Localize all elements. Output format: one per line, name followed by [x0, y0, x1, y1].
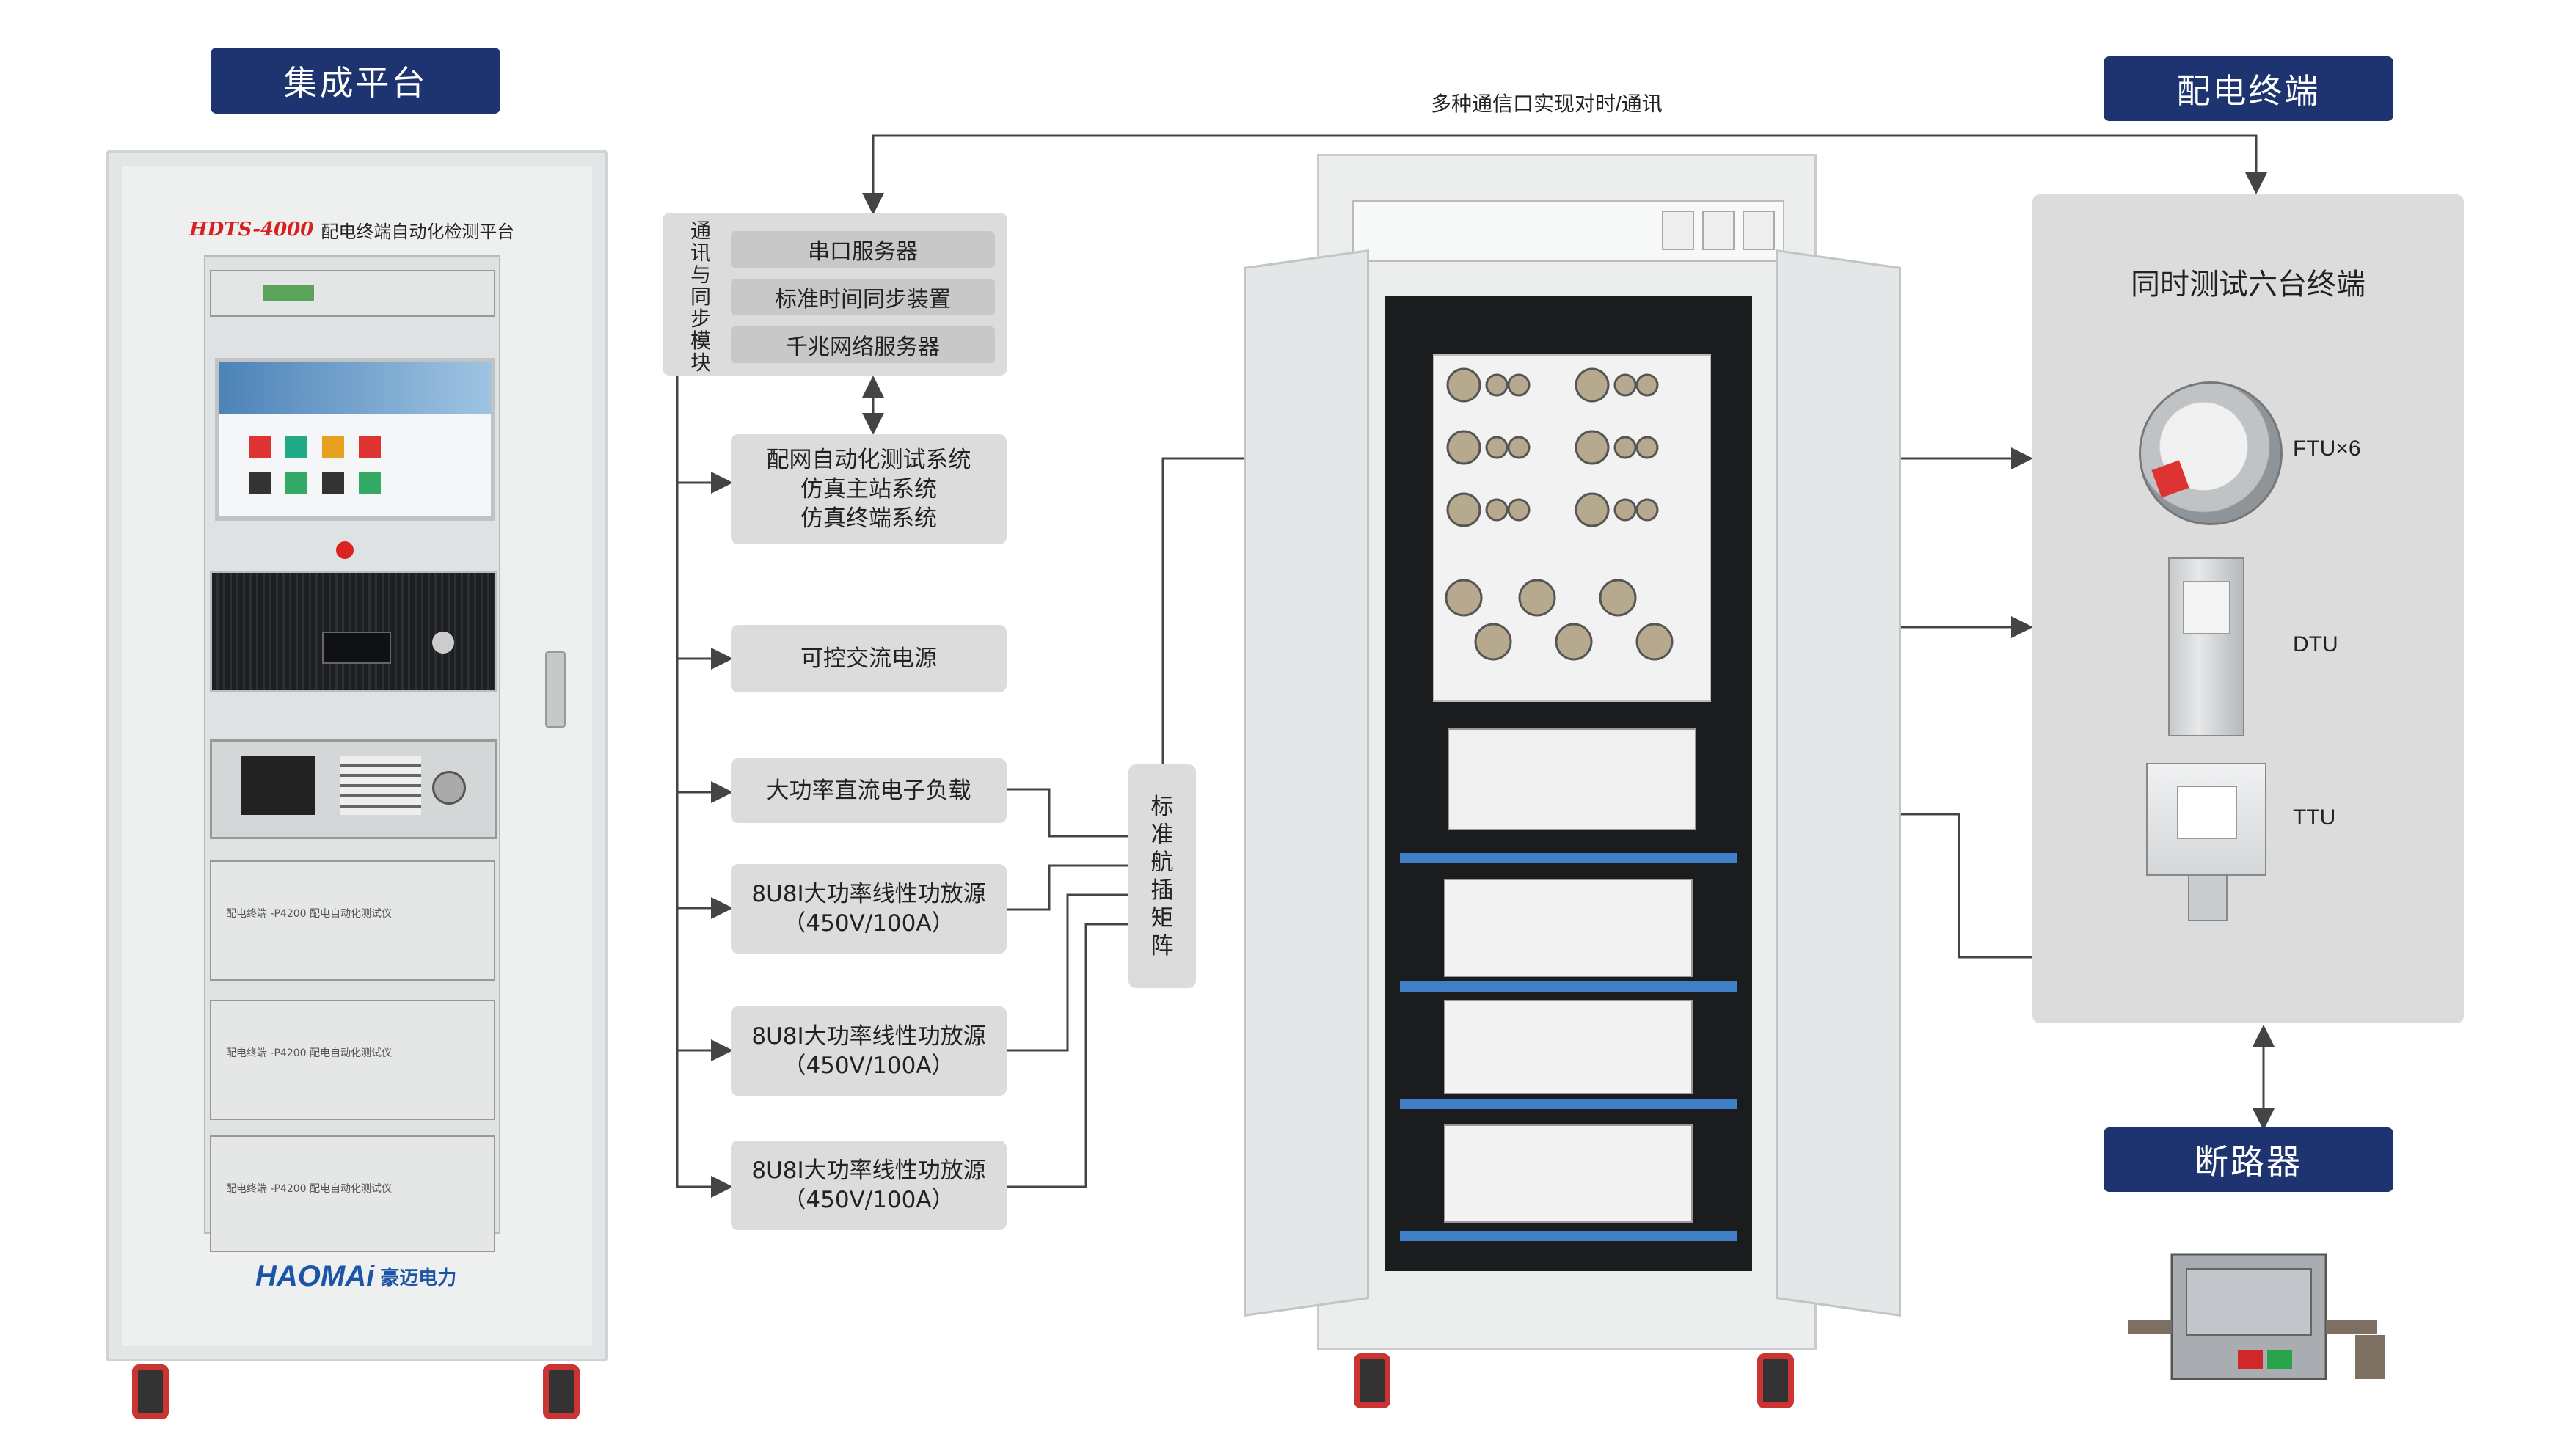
platform-title: 集成平台 [211, 48, 500, 114]
amp-panel-2-text: 配电终端 -P4200 配电自动化测试仪 [226, 1047, 393, 1059]
dc-load-unit [210, 739, 497, 839]
cabinet-door-left [1244, 249, 1369, 1317]
amp-panel-2: 配电终端 -P4200 配电自动化测试仪 [210, 1000, 495, 1120]
amp-label: 8U8I大功率线性功放源 [751, 881, 986, 907]
test-system-line: 仿真终端系统 [800, 505, 937, 532]
connector-panel [1433, 354, 1711, 702]
brand-cn: 豪迈电力 [380, 1267, 457, 1289]
wheel [543, 1364, 580, 1419]
test-system-line: 仿真主站系统 [800, 476, 937, 502]
dtu-device-image [2168, 557, 2244, 736]
wheel [1757, 1353, 1794, 1408]
serial-server: 串口服务器 [731, 231, 995, 268]
matrix-char: 阵 [1150, 932, 1174, 959]
dc-load-box: 大功率直流电子负载 [731, 758, 1007, 823]
comm-label-char: 同 [690, 285, 711, 309]
integrated-cabinet: HDTS-4000 配电终端自动化检测平台 配电终端 -P4200 配电自动化测… [106, 150, 608, 1361]
comm-label-char: 通 [690, 219, 711, 243]
ac-source-label: 可控交流电源 [800, 645, 937, 672]
ftu-label: FTU×6 [2293, 436, 2361, 461]
amp-panel-3-text: 配电终端 -P4200 配电自动化测试仪 [226, 1183, 393, 1195]
gigabit-network-server: 千兆网络服务器 [731, 326, 995, 363]
cabinet-name: 配电终端自动化检测平台 [321, 221, 515, 242]
comm-label-char: 模 [690, 329, 711, 353]
breaker-image [2113, 1240, 2407, 1408]
matrix-char: 准 [1150, 821, 1174, 848]
touch-screen [215, 358, 495, 521]
matrix-char: 矩 [1150, 904, 1174, 932]
breaker-title: 断路器 [2104, 1127, 2393, 1192]
comm-label-char: 与 [690, 263, 711, 287]
matrix-char: 航 [1150, 849, 1174, 876]
comm-label-char: 讯 [690, 241, 711, 265]
amp-source-box-2: 8U8I大功率线性功放源 （450V/100A） [731, 1006, 1007, 1096]
terminal-panel-title: 同时测试六台终端 [2131, 268, 2365, 301]
dtu-label: DTU [2293, 632, 2338, 656]
comm-label-char: 步 [690, 307, 711, 331]
terminal-cabinet [1317, 154, 1817, 1350]
comm-module-label: 通 讯 与 同 步 模 块 [686, 220, 715, 374]
brand-en: HAOMAi [255, 1260, 375, 1292]
time-sync-device: 标准时间同步装置 [731, 279, 995, 315]
amp-label: 8U8I大功率线性功放源 [751, 1023, 986, 1050]
amp-spec: （450V/100A） [783, 910, 955, 937]
cabinet-door-right [1776, 249, 1901, 1317]
amp-panel-1-text: 配电终端 -P4200 配电自动化测试仪 [226, 908, 393, 920]
matrix-char: 插 [1150, 877, 1174, 904]
ttu-device-image [2146, 763, 2266, 921]
ttu-label: TTU [2293, 805, 2336, 830]
ac-source-unit [210, 571, 497, 692]
top-note: 多种通信口实现对时/通讯 [1431, 92, 1663, 115]
amp-panel-1: 配电终端 -P4200 配电自动化测试仪 [210, 860, 495, 981]
amp-spec: （450V/100A） [783, 1187, 955, 1213]
amp-spec: （450V/100A） [783, 1053, 955, 1079]
ac-source-box: 可控交流电源 [731, 625, 1007, 692]
terminal-panel [2032, 194, 2464, 1023]
matrix-char: 标 [1150, 793, 1174, 820]
dc-load-label: 大功率直流电子负载 [766, 778, 971, 804]
amp-source-box-1: 8U8I大功率线性功放源 （450V/100A） [731, 864, 1007, 954]
wheel [132, 1364, 169, 1419]
amp-panel-3: 配电终端 -P4200 配电自动化测试仪 [210, 1135, 495, 1252]
ftu-device-image [2139, 381, 2283, 525]
terminal-title: 配电终端 [2104, 56, 2393, 121]
amp-source-box-3: 8U8I大功率线性功放源 （450V/100A） [731, 1141, 1007, 1230]
amp-label: 8U8I大功率线性功放源 [751, 1157, 986, 1184]
test-system-line: 配网自动化测试系统 [766, 447, 971, 473]
cabinet-model: HDTS-4000 [189, 219, 314, 241]
comm-label-char: 块 [690, 351, 711, 375]
aviation-plug-matrix: 标 准 航 插 矩 阵 [1128, 764, 1196, 988]
test-system-box: 配网自动化测试系统 仿真主站系统 仿真终端系统 [731, 434, 1007, 544]
wheel [1354, 1353, 1390, 1408]
